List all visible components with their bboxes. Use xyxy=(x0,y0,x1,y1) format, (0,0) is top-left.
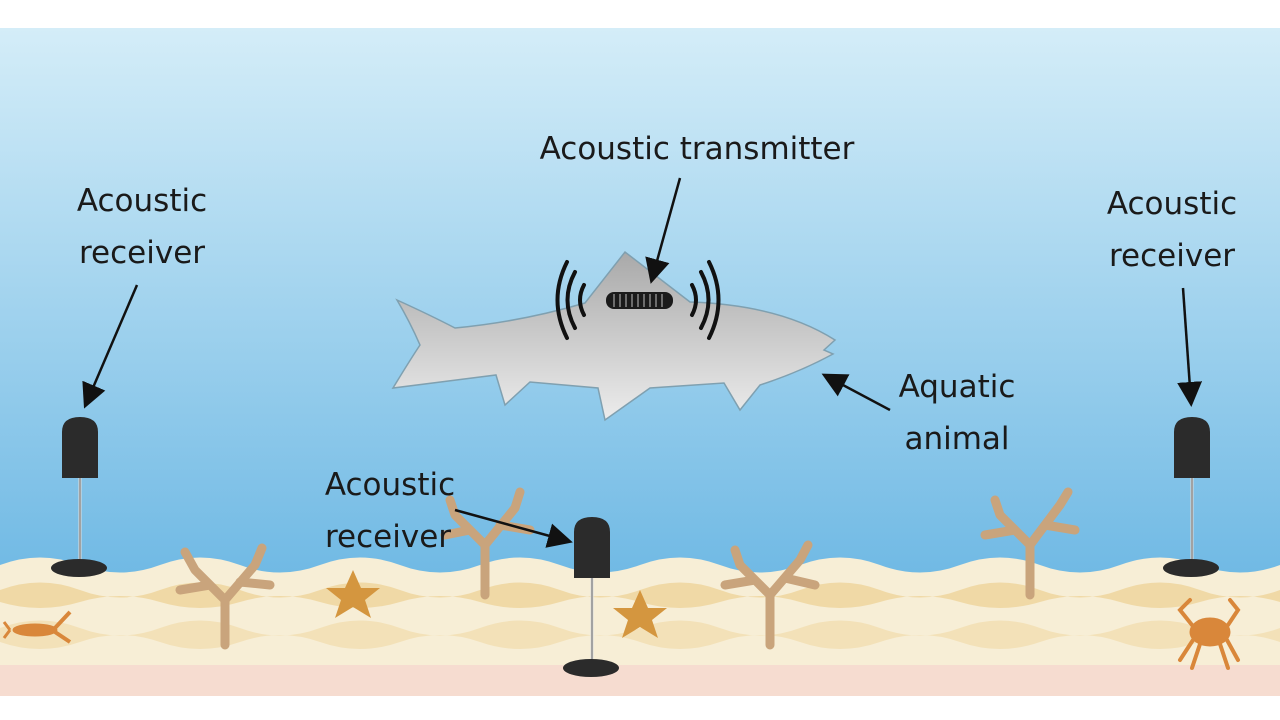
label-receiver-right-1: Acoustic xyxy=(1107,186,1237,222)
label-animal-1: Aquatic xyxy=(899,369,1016,405)
label-receiver-right-2: receiver xyxy=(1109,238,1235,274)
coral xyxy=(175,543,275,650)
fish xyxy=(391,250,837,422)
arrow-animal xyxy=(821,373,891,412)
arrow-middle-receiver xyxy=(454,508,573,548)
label-transmitter: Acoustic transmitter xyxy=(540,131,855,167)
label-receiver-left-2: receiver xyxy=(79,235,205,271)
coral xyxy=(720,540,820,650)
acoustic-receiver-left xyxy=(51,417,107,577)
arrow-left-receiver xyxy=(82,284,139,409)
label-animal-2: animal xyxy=(904,421,1009,457)
pointer-arrows xyxy=(82,177,1203,548)
lobster-icon xyxy=(2,610,72,644)
crab-icon xyxy=(1177,598,1241,670)
starfish-icon xyxy=(326,570,380,618)
acoustic-receiver-right xyxy=(1163,417,1219,577)
label-receiver-left-1: Acoustic xyxy=(77,183,207,219)
signal-waves-icon xyxy=(555,260,721,340)
coral xyxy=(980,487,1080,600)
label-receiver-middle-2: receiver xyxy=(325,519,451,555)
label-receiver-middle-1: Acoustic xyxy=(325,467,455,503)
acoustic-receiver-middle xyxy=(563,517,619,677)
acoustic-transmitter-icon xyxy=(606,292,673,309)
starfish-icon xyxy=(613,590,667,638)
arrow-right-receiver xyxy=(1177,287,1203,407)
arrow-transmitter xyxy=(645,177,682,284)
